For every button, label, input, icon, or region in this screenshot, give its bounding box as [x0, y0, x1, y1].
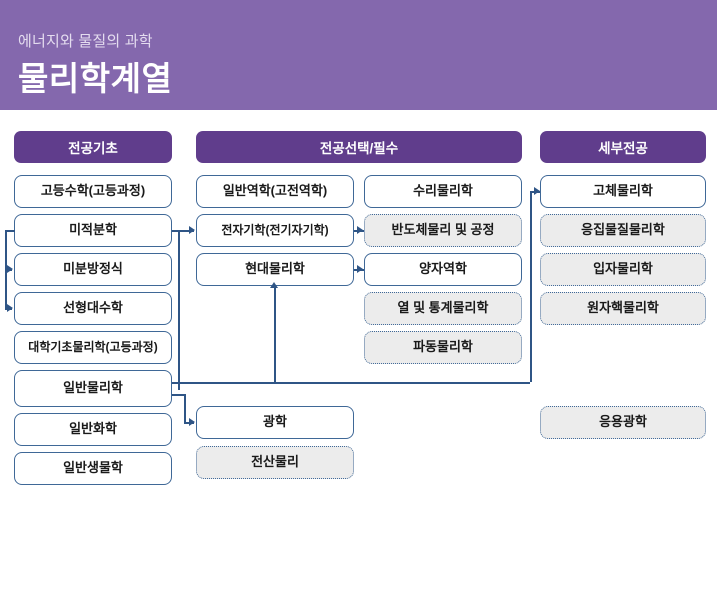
arrowhead-to-solidstate: [534, 187, 540, 195]
curriculum-diagram: 전공기초 전공선택/필수 세부전공 고등수학(고등과정) 미적분학 미분방정식 …: [0, 110, 717, 600]
arrowhead-to-modern-physics: [270, 282, 278, 288]
course-box-ilbanyeokhak[interactable]: 일반역학(고전역학): [196, 175, 354, 208]
page-banner: 에너지와 물질의 과학 물리학계열: [0, 0, 717, 110]
course-box-gochemullihak[interactable]: 고체물리학: [540, 175, 706, 208]
page-title: 물리학계열: [18, 60, 173, 97]
course-box-gwanghak[interactable]: 광학: [196, 406, 354, 439]
column-header-major-basics: 전공기초: [14, 131, 172, 163]
course-box-goideungsuhak[interactable]: 고등수학(고등과정): [14, 175, 172, 208]
connector-general-physics-down-to-optics: [184, 394, 186, 422]
arrowhead-to-quantum: [357, 265, 363, 273]
course-box-padongmullihak[interactable]: 파동물리학: [364, 331, 522, 364]
arrowhead-to-differential-equations: [7, 265, 13, 273]
arrowhead-to-linear-algebra: [7, 304, 13, 312]
course-box-ipjamullihak[interactable]: 입자물리학: [540, 253, 706, 286]
connector-calculus-left-stub: [5, 230, 15, 232]
course-box-daehakgichomullihak[interactable]: 대학기초물리학(고등과정): [14, 331, 172, 364]
course-box-jeonsanmulli[interactable]: 전산물리: [196, 446, 354, 479]
connector-general-physics-stub-lower: [172, 394, 186, 396]
connector-general-physics-to-solidstate: [172, 382, 530, 384]
course-box-mibunbangjeongsik[interactable]: 미분방정식: [14, 253, 172, 286]
arrowhead-to-electromagnetics: [189, 226, 195, 234]
course-box-seonhyeongdaesuhak[interactable]: 선형대수학: [14, 292, 172, 325]
course-box-ilbanmullihak[interactable]: 일반물리학: [14, 370, 172, 407]
arrowhead-to-semiconductor: [357, 226, 363, 234]
arrowhead-to-optics: [189, 418, 195, 426]
course-box-eungjipmuljilmullihak[interactable]: 응집물질물리학: [540, 214, 706, 247]
connector-calculus-to-electromagnetics: [172, 230, 194, 232]
course-box-micheokbunhak[interactable]: 미적분학: [14, 214, 172, 247]
course-box-ilbanhwahak[interactable]: 일반화학: [14, 413, 172, 446]
course-box-surimullihak[interactable]: 수리물리학: [364, 175, 522, 208]
column-header-major-elective-required: 전공선택/필수: [196, 131, 522, 163]
course-box-eungyonggwanghak[interactable]: 응용광학: [540, 406, 706, 439]
connector-mid-rail: [178, 230, 180, 390]
course-box-hyeondaemullihak[interactable]: 현대물리학: [196, 253, 354, 286]
course-box-yangjayeokhak[interactable]: 양자역학: [364, 253, 522, 286]
column-header-specialized-major: 세부전공: [540, 131, 706, 163]
connector-up-to-modern-physics: [274, 286, 276, 382]
course-box-wonjahaekmullihak[interactable]: 원자핵물리학: [540, 292, 706, 325]
course-box-ilbansaengmullihak[interactable]: 일반생물학: [14, 452, 172, 485]
course-box-jeonjagihak[interactable]: 전자기학(전기자기학): [196, 214, 354, 247]
course-box-yeolmittonggyemullihak[interactable]: 열 및 통계물리학: [364, 292, 522, 325]
connector-riser-to-solidstate: [530, 191, 532, 382]
course-box-bandochemulli[interactable]: 반도체물리 및 공정: [364, 214, 522, 247]
banner-subtitle: 에너지와 물질의 과학: [18, 33, 153, 50]
